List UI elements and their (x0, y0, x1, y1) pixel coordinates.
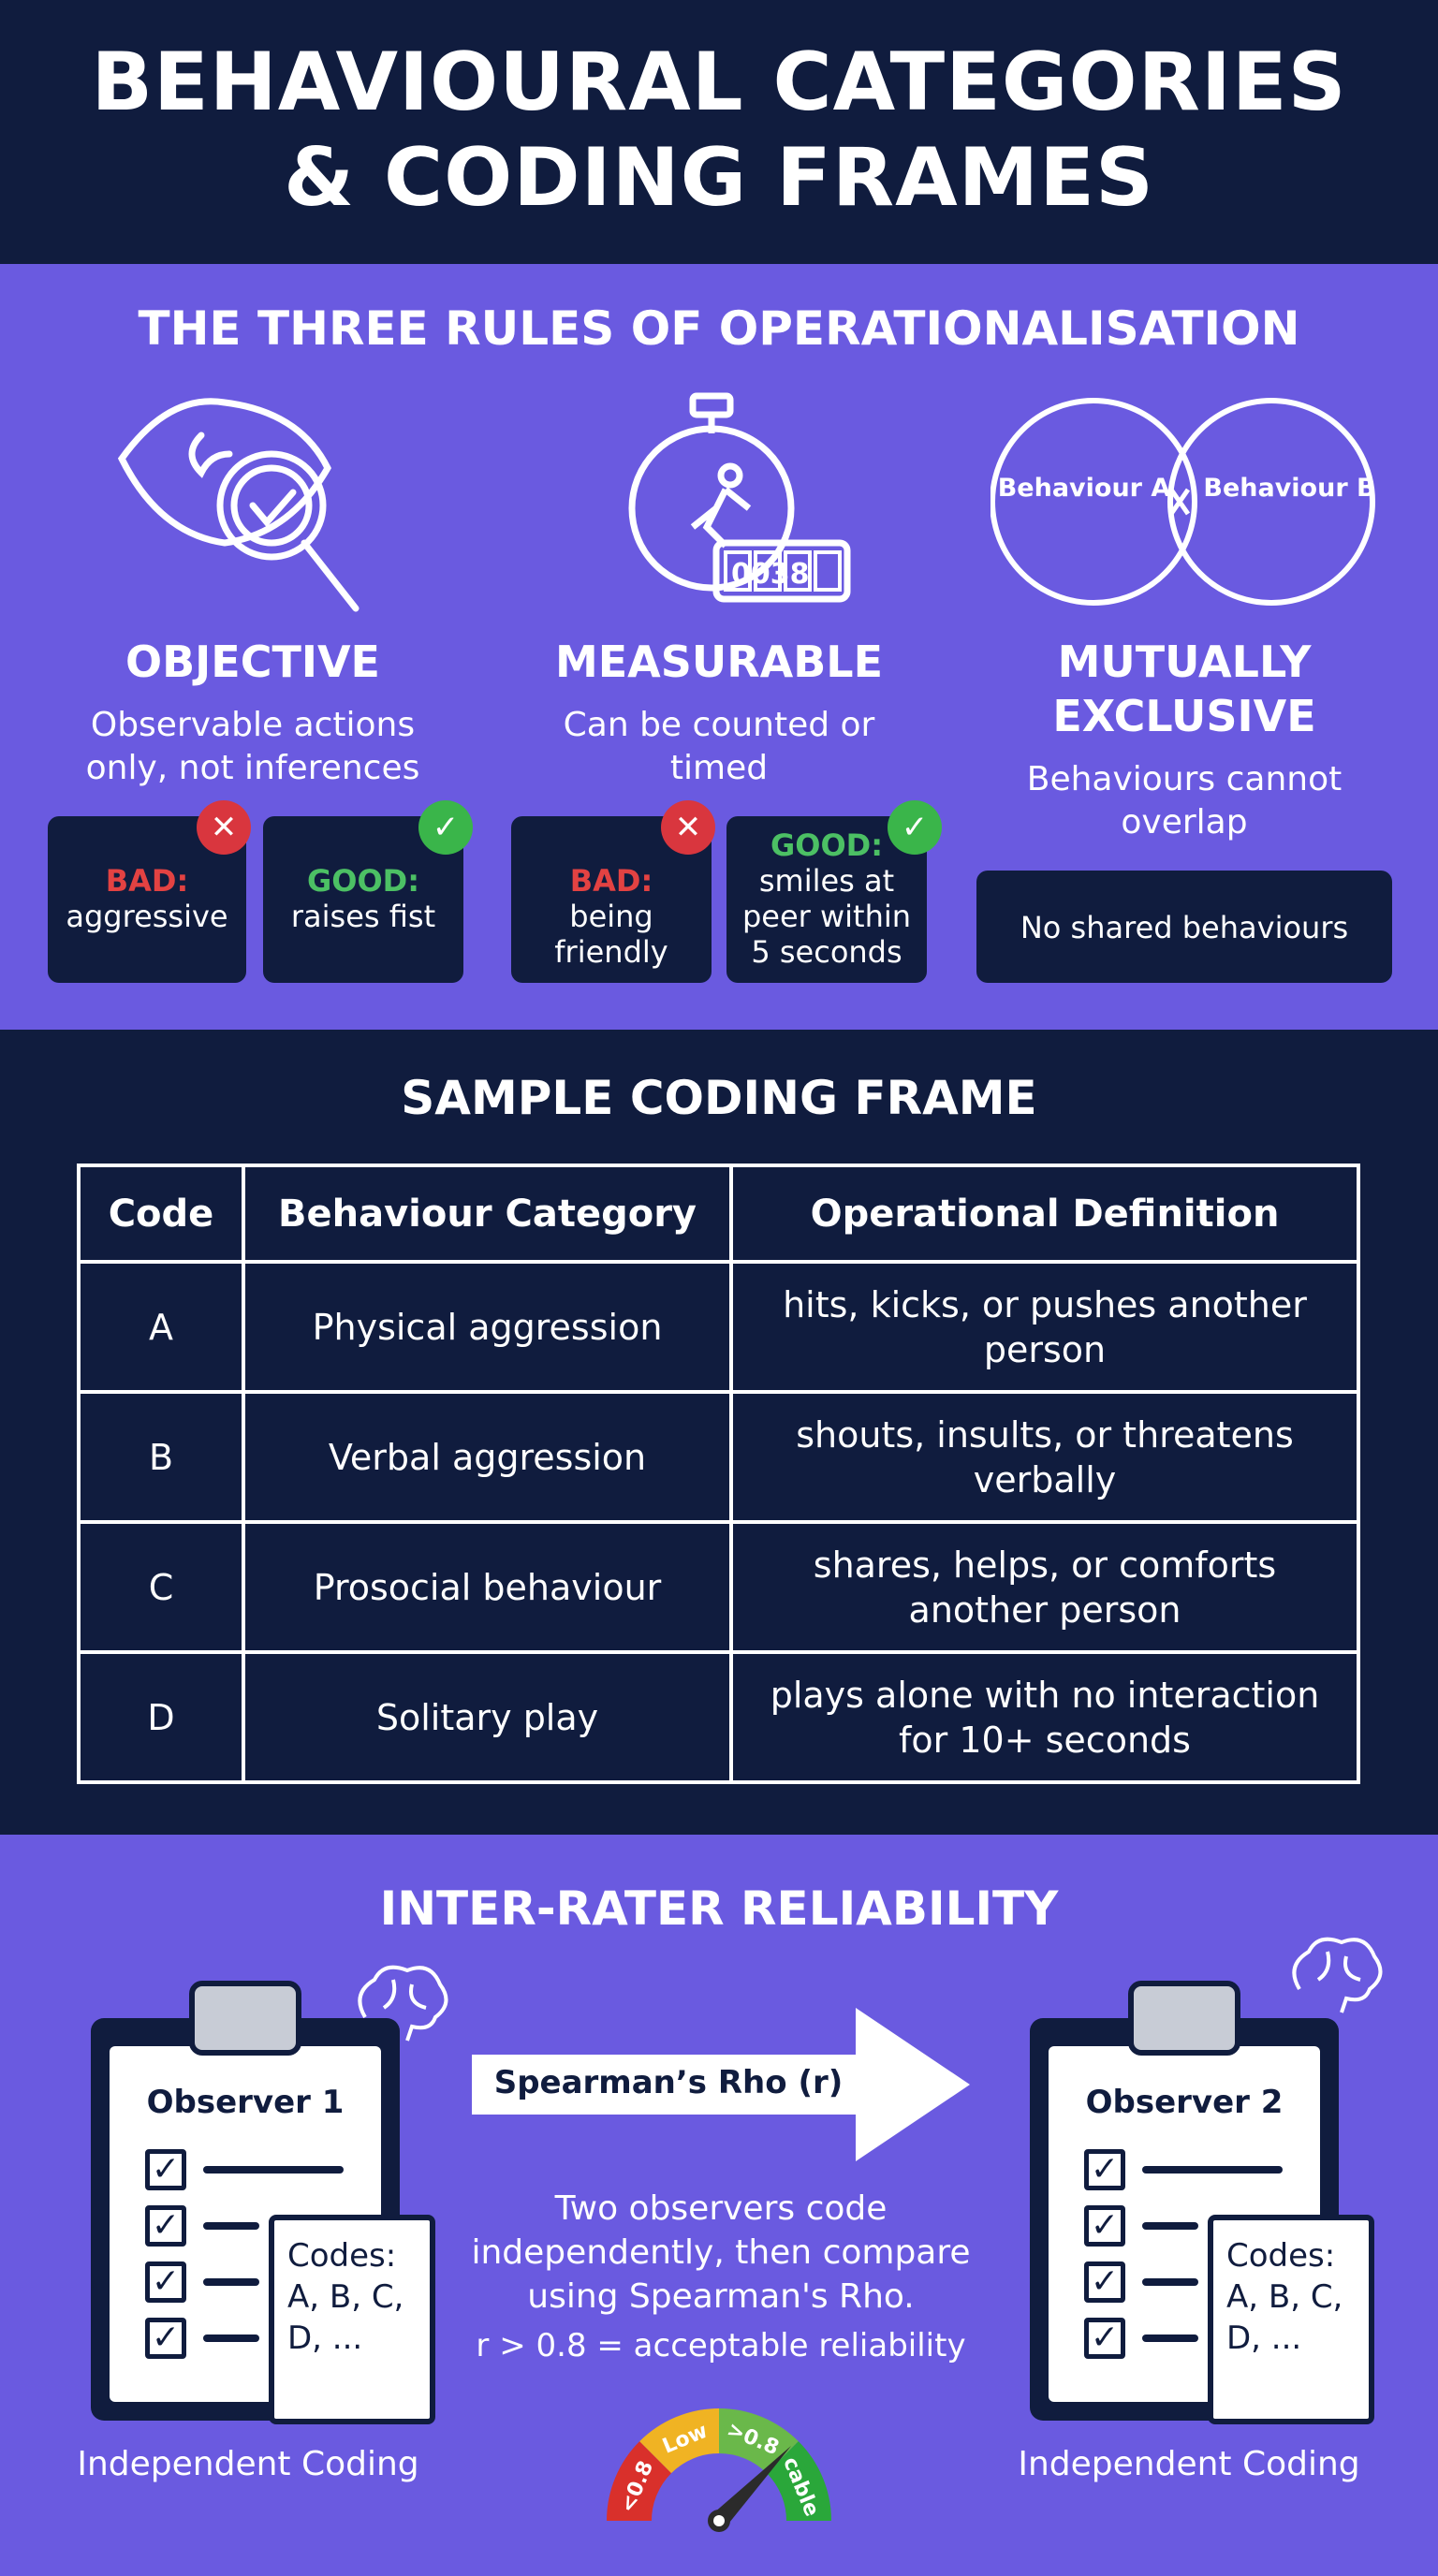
definition-cell: shares, helps, or comforts another perso… (729, 1520, 1360, 1654)
category-cell: Verbal aggression (242, 1390, 733, 1524)
column-header: Behaviour Category (242, 1164, 733, 1264)
good-text: raises fist (290, 899, 436, 934)
brain-icon (1292, 1937, 1383, 2013)
counter-digits: 0038 (731, 558, 810, 591)
rule-desc-measurable: Can be counted or timed (563, 706, 875, 787)
rule-heading-measurable: MEASURABLE (554, 637, 884, 687)
checkbox-icon: ✓ (1084, 2318, 1125, 2359)
no-shared-behaviours-box: No shared behaviours (976, 871, 1392, 983)
category-cell: Prosocial behaviour (242, 1520, 733, 1654)
good-label: GOOD: (770, 827, 884, 863)
definition-cell: plays alone with no interaction for 10+ … (729, 1650, 1360, 1784)
coding-frame-title: SAMPLE CODING FRAME (401, 1071, 1037, 1125)
checkbox-icon: ✓ (145, 2149, 186, 2190)
reliability-title: INTER-RATER RELIABILITY (379, 1881, 1059, 1936)
code-cell: A (77, 1260, 245, 1394)
code-cell: D (77, 1650, 245, 1784)
good-text: smiles at peer within 5 seconds (741, 863, 912, 970)
bad-text: aggressive (66, 899, 228, 934)
gauge-segment (639, 2408, 719, 2474)
definition-cell: shouts, insults, or threatens verbally (729, 1390, 1360, 1524)
rule-desc-mutually-exclusive: Behaviours cannot overlap (1026, 760, 1343, 842)
codes-note: Codes: A, B, C, D, ... (1208, 2215, 1374, 2424)
venn-diagram-icon (990, 398, 1375, 606)
rule-heading-objective: OBJECTIVE (125, 637, 380, 687)
checkbox-icon: ✓ (145, 2205, 186, 2247)
rules-title: THE THREE RULES OF OPERATIONALISATION (138, 301, 1300, 356)
observer-1-clipboard: Observer 1 ✓ ✓ ✓ ✓ Codes: A, B, C, D, ..… (91, 1971, 435, 2424)
spearman-label: Spearman’s Rho (r) (493, 2064, 844, 2101)
checkbox-icon: ✓ (1084, 2205, 1125, 2247)
venn-label-a: Behaviour A (997, 474, 1171, 503)
category-cell: Solitary play (242, 1650, 733, 1784)
eye-magnifier-check-icon (117, 398, 360, 612)
observer-2-clipboard: Observer 2 ✓ ✓ ✓ ✓ Codes: A, B, C, D, ..… (1030, 1971, 1374, 2424)
bad-label: BAD: (105, 863, 189, 899)
definition-cell: hits, kicks, or pushes another person (729, 1260, 1360, 1394)
brain-icon (358, 1965, 448, 2042)
checkbox-icon: ✓ (1084, 2149, 1125, 2190)
bad-text: being friendly (554, 899, 668, 970)
gauge-segment (607, 2441, 672, 2521)
title-line-2: & CODING FRAMES (284, 131, 1154, 225)
observer-2-label: Observer 2 (1085, 2084, 1284, 2121)
category-cell: Physical aggression (242, 1260, 733, 1394)
rule-desc-objective: Observable actions only, not inferences (85, 706, 420, 787)
coding-frame-table: Code Behaviour Category Operational Defi… (77, 1164, 1360, 1784)
column-header: Operational Definition (729, 1164, 1360, 1264)
independent-coding-caption-1: Independent Coding (77, 2445, 419, 2483)
independent-coding-caption-2: Independent Coding (1018, 2445, 1360, 2483)
code-cell: B (77, 1390, 245, 1524)
checkbox-icon: ✓ (1084, 2261, 1125, 2303)
good-label: GOOD: (306, 863, 420, 899)
stopwatch-counter-icon: 0038 (628, 392, 851, 603)
code-cell: C (77, 1520, 245, 1654)
header: BEHAVIOURAL CATEGORIES & CODING FRAMES (0, 0, 1438, 264)
gauge-needle (713, 2446, 791, 2527)
check-mark-icon: ✓ (888, 800, 942, 855)
good-example-objective: GOOD: raises fist (263, 816, 463, 983)
arrow-icon (472, 2008, 970, 2161)
reliability-threshold: r > 0.8 = acceptable reliability (476, 2327, 966, 2364)
codes-note: Codes: A, B, C, D, ... (269, 2215, 435, 2424)
venn-label-b: Behaviour B (1203, 474, 1376, 503)
bad-label: BAD: (569, 863, 653, 899)
title-line-1: BEHAVIOURAL CATEGORIES (91, 36, 1347, 129)
reliability-description: Two observers code independently, then c… (471, 2189, 971, 2316)
column-header: Code (77, 1164, 245, 1264)
observer-1-label: Observer 1 (146, 2084, 345, 2121)
checkbox-icon: ✓ (145, 2261, 186, 2303)
gauge-segment (766, 2441, 831, 2521)
x-mark-icon: ✕ (197, 800, 251, 855)
check-mark-icon: ✓ (418, 800, 473, 855)
table-header-row: Code Behaviour Category Operational Defi… (77, 1164, 1360, 1264)
rule-heading-mutually-exclusive: MUTUALLY EXCLUSIVE (1052, 637, 1316, 741)
checkbox-icon: ✓ (145, 2318, 186, 2359)
x-mark-icon: ✕ (661, 800, 715, 855)
bad-example-objective: BAD: aggressive (48, 816, 246, 983)
